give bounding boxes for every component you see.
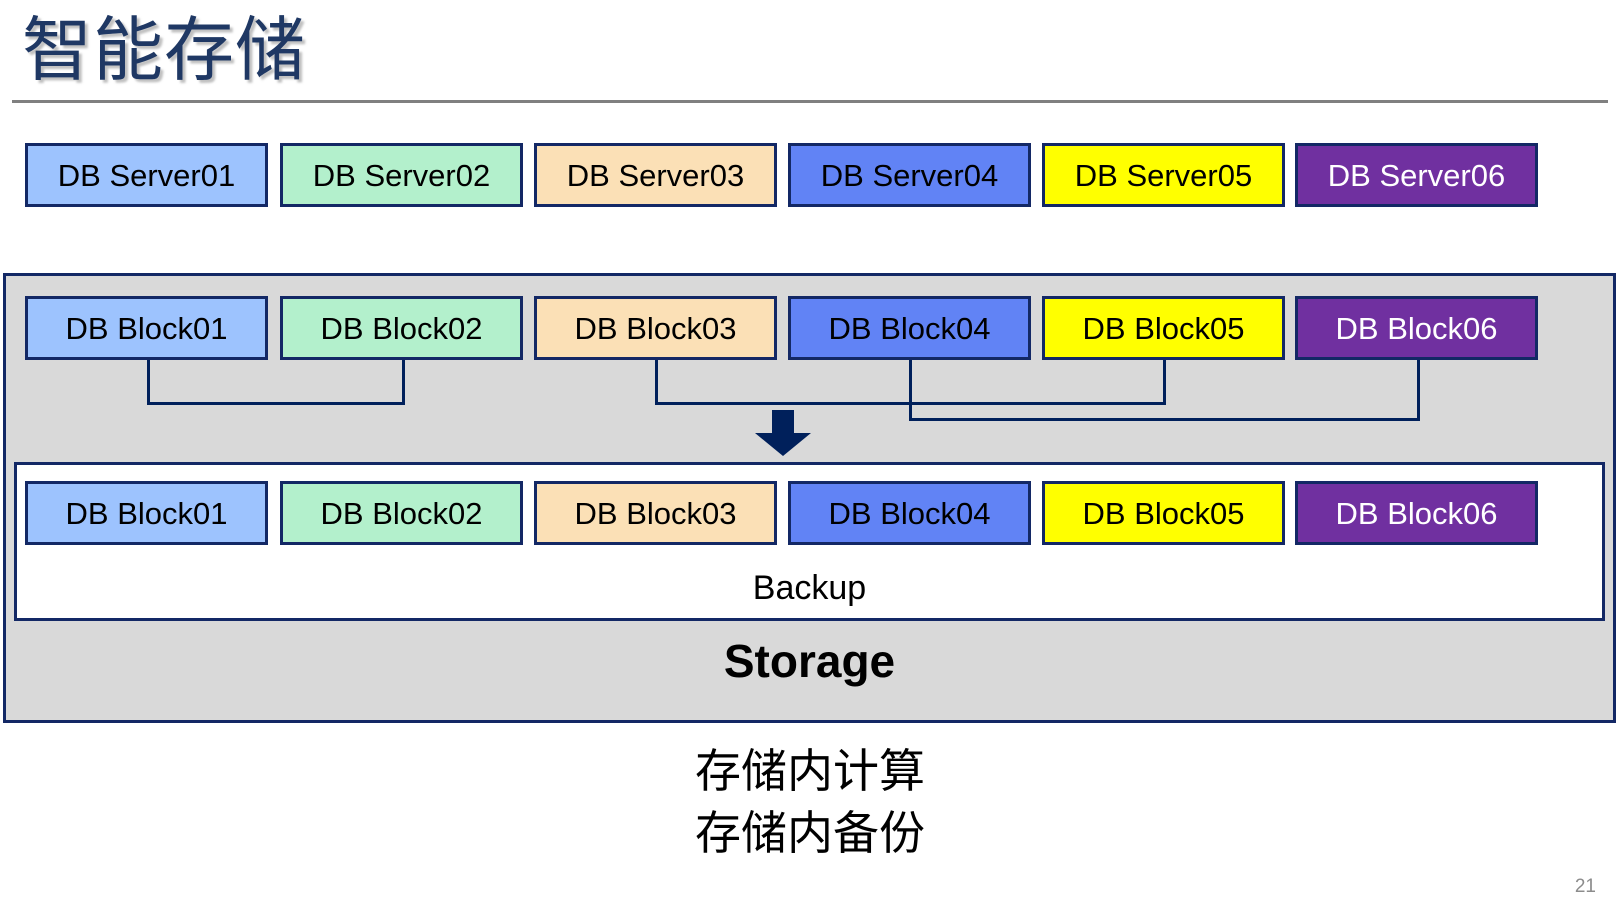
page-number: 21 bbox=[1574, 876, 1596, 897]
db-server-label: DB Server01 bbox=[57, 157, 236, 193]
db-server-box-2[interactable]: DB Server02 bbox=[280, 143, 523, 207]
bracket-block04-block06-left-leg bbox=[909, 360, 912, 421]
caption-line-2: 存储内备份 bbox=[695, 807, 925, 859]
db-server-box-4[interactable]: DB Server04 bbox=[788, 143, 1031, 207]
db-block-label: DB Block03 bbox=[574, 310, 737, 346]
backup-block-box-6[interactable]: DB Block06 bbox=[1295, 481, 1538, 545]
bracket-block04-block06-bridge bbox=[909, 418, 1420, 421]
db-block-box-3[interactable]: DB Block03 bbox=[534, 296, 777, 360]
db-block-box-4[interactable]: DB Block04 bbox=[788, 296, 1031, 360]
backup-block-label: DB Block02 bbox=[320, 495, 483, 531]
backup-block-label: DB Block01 bbox=[65, 495, 228, 531]
db-block-box-5[interactable]: DB Block05 bbox=[1042, 296, 1285, 360]
db-server-box-6[interactable]: DB Server06 bbox=[1295, 143, 1538, 207]
db-server-label: DB Server05 bbox=[1074, 157, 1253, 193]
down-arrow-icon bbox=[755, 410, 811, 456]
title-divider bbox=[12, 100, 1608, 103]
db-block-box-2[interactable]: DB Block02 bbox=[280, 296, 523, 360]
backup-block-box-4[interactable]: DB Block04 bbox=[788, 481, 1031, 545]
db-block-label: DB Block05 bbox=[1082, 310, 1245, 346]
bracket-block04-block06-right-leg bbox=[1417, 360, 1420, 421]
backup-block-box-2[interactable]: DB Block02 bbox=[280, 481, 523, 545]
page-title: 智能存储 bbox=[22, 11, 306, 89]
backup-block-box-5[interactable]: DB Block05 bbox=[1042, 481, 1285, 545]
backup-block-label: DB Block06 bbox=[1335, 495, 1498, 531]
db-server-label: DB Server06 bbox=[1327, 157, 1506, 193]
db-server-label: DB Server02 bbox=[312, 157, 491, 193]
db-server-label: DB Server03 bbox=[566, 157, 745, 193]
bracket-block01-block02-left-leg bbox=[147, 360, 150, 405]
db-server-box-5[interactable]: DB Server05 bbox=[1042, 143, 1285, 207]
db-block-box-6[interactable]: DB Block06 bbox=[1295, 296, 1538, 360]
db-block-label: DB Block06 bbox=[1335, 310, 1498, 346]
backup-block-box-3[interactable]: DB Block03 bbox=[534, 481, 777, 545]
db-server-box-3[interactable]: DB Server03 bbox=[534, 143, 777, 207]
db-block-label: DB Block01 bbox=[65, 310, 228, 346]
storage-label: Storage bbox=[723, 635, 896, 687]
db-server-box-1[interactable]: DB Server01 bbox=[25, 143, 268, 207]
db-block-label: DB Block02 bbox=[320, 310, 483, 346]
bracket-block03-block05-left-leg bbox=[655, 360, 658, 405]
bracket-block03-block05-right-leg bbox=[1163, 360, 1166, 405]
db-block-box-1[interactable]: DB Block01 bbox=[25, 296, 268, 360]
backup-block-label: DB Block04 bbox=[828, 495, 991, 531]
backup-block-box-1[interactable]: DB Block01 bbox=[25, 481, 268, 545]
db-block-label: DB Block04 bbox=[828, 310, 991, 346]
caption-line-1: 存储内计算 bbox=[695, 745, 925, 797]
backup-block-label: DB Block03 bbox=[574, 495, 737, 531]
db-server-label: DB Server04 bbox=[820, 157, 999, 193]
bracket-block01-block02-right-leg bbox=[402, 360, 405, 405]
bracket-block01-block02-bridge bbox=[147, 402, 405, 405]
backup-block-label: DB Block05 bbox=[1082, 495, 1245, 531]
backup-label: Backup bbox=[752, 569, 867, 607]
caption-block: 存储内计算 存储内备份 bbox=[0, 740, 1620, 864]
